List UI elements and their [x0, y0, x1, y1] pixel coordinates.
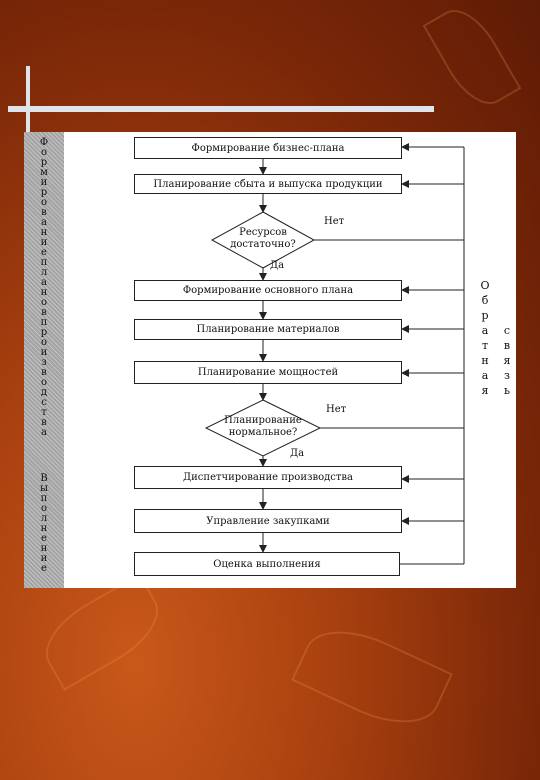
vertical-letter: в [41, 417, 47, 428]
vertical-letter: и [40, 347, 48, 358]
vertical-letter: п [40, 317, 48, 328]
vertical-letter: д [40, 387, 48, 398]
resources-no-label: Нет [324, 216, 345, 227]
vertical-letter: ь [504, 384, 510, 397]
vertical-letter: с [41, 397, 47, 408]
vertical-letter: о [40, 197, 48, 208]
decorative-vertical-line [26, 66, 30, 170]
vertical-letter: в [41, 367, 47, 378]
vertical-letter: л [40, 513, 48, 524]
sales-planning-box: Планирование сбыта и выпуска продукции [134, 174, 402, 194]
vertical-letter: з [504, 369, 510, 382]
vertical-letter: о [40, 147, 48, 158]
planning-no-label: Нет [326, 404, 347, 415]
vertical-letter: е [41, 247, 47, 258]
vertical-letter: а [481, 324, 489, 337]
vertical-letter: а [41, 217, 47, 228]
vertical-letter: р [40, 187, 48, 198]
vertical-letter: п [40, 257, 48, 268]
resources-yes-label: Да [270, 260, 285, 271]
decor-leaf [422, 0, 522, 116]
flow-connectors [204, 143, 465, 565]
vertical-letter: е [41, 563, 47, 574]
vertical-letter: я [481, 384, 489, 397]
vertical-letter: з [41, 357, 47, 368]
vertical-letter: н [40, 227, 48, 238]
decor-leaf [291, 613, 453, 741]
vertical-letter: я [503, 354, 511, 367]
vertical-letter: р [40, 157, 48, 168]
vertical-letter: ы [40, 483, 48, 494]
vertical-letter: в [41, 307, 47, 318]
vertical-letter: а [41, 277, 47, 288]
capacity-planning-box: Планирование мощностей [134, 361, 402, 384]
decor-leaf [32, 573, 172, 691]
vertical-letter: и [40, 177, 48, 188]
vertical-letter: м [40, 167, 48, 178]
business-plan-box: Формирование бизнес-плана [134, 137, 402, 159]
vertical-letter: н [481, 354, 489, 367]
planning-decision-label: Планирование нормальное? [224, 415, 302, 438]
vertical-letter: о [40, 503, 48, 514]
evaluation-box: Оценка выполнения [134, 552, 400, 576]
vertical-letter: и [40, 237, 48, 248]
vertical-letter: в [503, 339, 511, 352]
vertical-letter: о [40, 377, 48, 388]
vertical-letter: р [481, 309, 489, 322]
vertical-letter: н [40, 523, 48, 534]
vertical-letter: е [41, 533, 47, 544]
vertical-letter: т [481, 339, 489, 352]
vertical-letter: н [40, 543, 48, 554]
planning-yes-label: Да [290, 448, 305, 459]
vertical-letter: в [41, 207, 47, 218]
resources-decision-label: Ресурсов достаточно? [230, 227, 296, 250]
vertical-letter: т [41, 407, 47, 418]
vertical-letter: р [40, 327, 48, 338]
vertical-letter: н [40, 287, 48, 298]
vertical-letter: В [40, 473, 48, 484]
master-plan-box: Формирование основного плана [134, 280, 402, 301]
vertical-letter: а [41, 427, 47, 438]
materials-planning-box: Планирование материалов [134, 319, 402, 340]
purchasing-box: Управление закупками [134, 509, 402, 533]
vertical-letter: п [40, 493, 48, 504]
vertical-letter: и [40, 553, 48, 564]
vertical-letter: с [503, 324, 511, 337]
vertical-letter: Ф [39, 137, 49, 148]
vertical-letter: а [481, 369, 489, 382]
vertical-letter: о [40, 337, 48, 348]
dispatch-box: Диспетчирование производства [134, 466, 402, 489]
decorative-horizontal-line [8, 106, 434, 112]
vertical-letter: б [481, 294, 489, 307]
vertical-letter: л [40, 267, 48, 278]
vertical-letter: о [40, 297, 48, 308]
vertical-letter: О [480, 279, 490, 292]
